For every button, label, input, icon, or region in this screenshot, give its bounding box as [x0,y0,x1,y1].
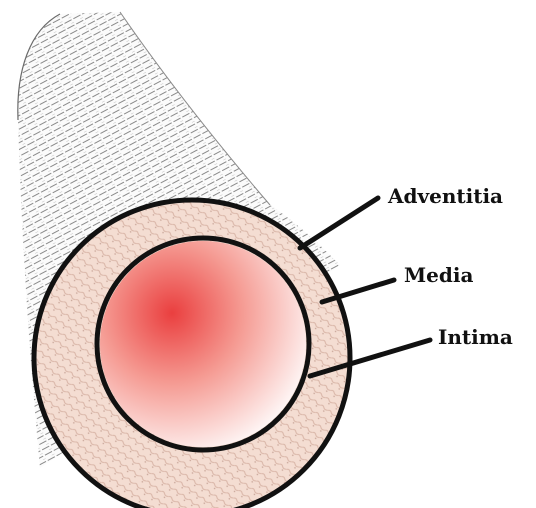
label-intima: Intima [438,325,513,349]
label-media: Media [404,263,473,287]
lumen [100,241,306,447]
label-adventitia: Adventitia [387,184,503,208]
adventitia-leader-line [300,198,378,248]
